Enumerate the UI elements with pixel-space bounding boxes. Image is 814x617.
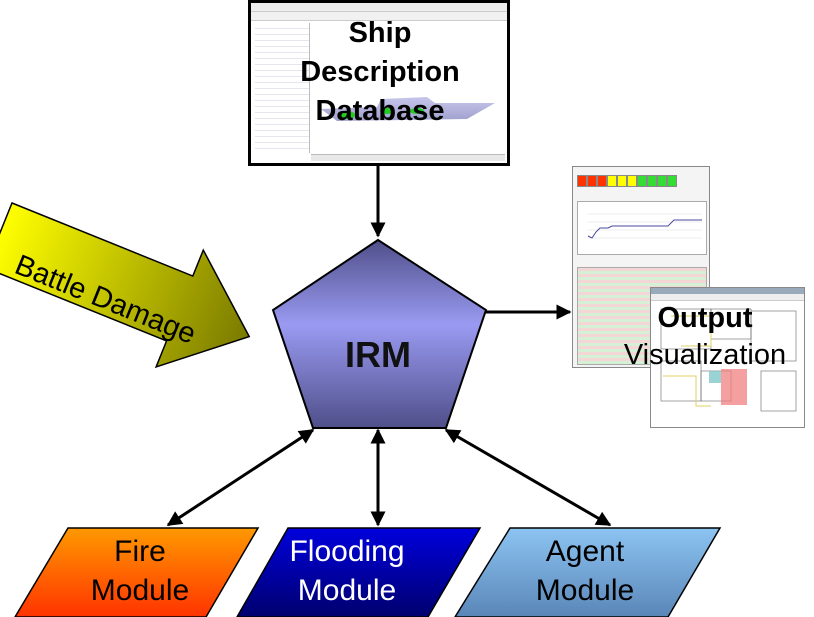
- capability-bar: [577, 175, 677, 187]
- output-label-line1: Output: [657, 302, 753, 334]
- flooding-module-line2: Module: [297, 574, 397, 607]
- shipplan-toolbar: [651, 294, 804, 301]
- ship-description-database-screenshot: [248, 0, 510, 166]
- irm-agent-arrow: [444, 428, 612, 527]
- db-tree-panel: [255, 23, 310, 153]
- ship-plan-drawing: [660, 308, 797, 412]
- output-label-line2: Visualization: [623, 339, 787, 371]
- agent-module-line2: Module: [535, 574, 635, 607]
- output-capability-window: [572, 166, 710, 368]
- agent-module-line1: Agent: [545, 535, 625, 568]
- fire-module-line1: Fire: [114, 535, 166, 568]
- irm-pentagon: [271, 238, 488, 429]
- shipplan-titlebar: [651, 288, 804, 294]
- fire-module-line2: Module: [90, 574, 190, 607]
- db-status-bar: [311, 154, 505, 161]
- capability-chart: [577, 201, 707, 255]
- ship-db-label-line3: Database: [315, 95, 445, 127]
- agent-module-shape: [454, 527, 722, 617]
- ship-model-image: [321, 97, 495, 121]
- battle-damage-arrow: [0, 202, 251, 369]
- output-shipplan-window: [650, 287, 805, 428]
- fire-module-shape: [14, 527, 260, 617]
- flooding-module-shape: [236, 527, 482, 617]
- ship-db-label-line2: Description: [300, 56, 460, 88]
- irm-label: IRM: [345, 334, 411, 375]
- flooding-module-line1: Flooding: [289, 535, 405, 568]
- irm-fire-arrow: [166, 428, 315, 527]
- db-menubar: [251, 3, 507, 12]
- db-toolbar: [251, 12, 507, 21]
- ship-db-label-line1: Ship: [348, 17, 412, 49]
